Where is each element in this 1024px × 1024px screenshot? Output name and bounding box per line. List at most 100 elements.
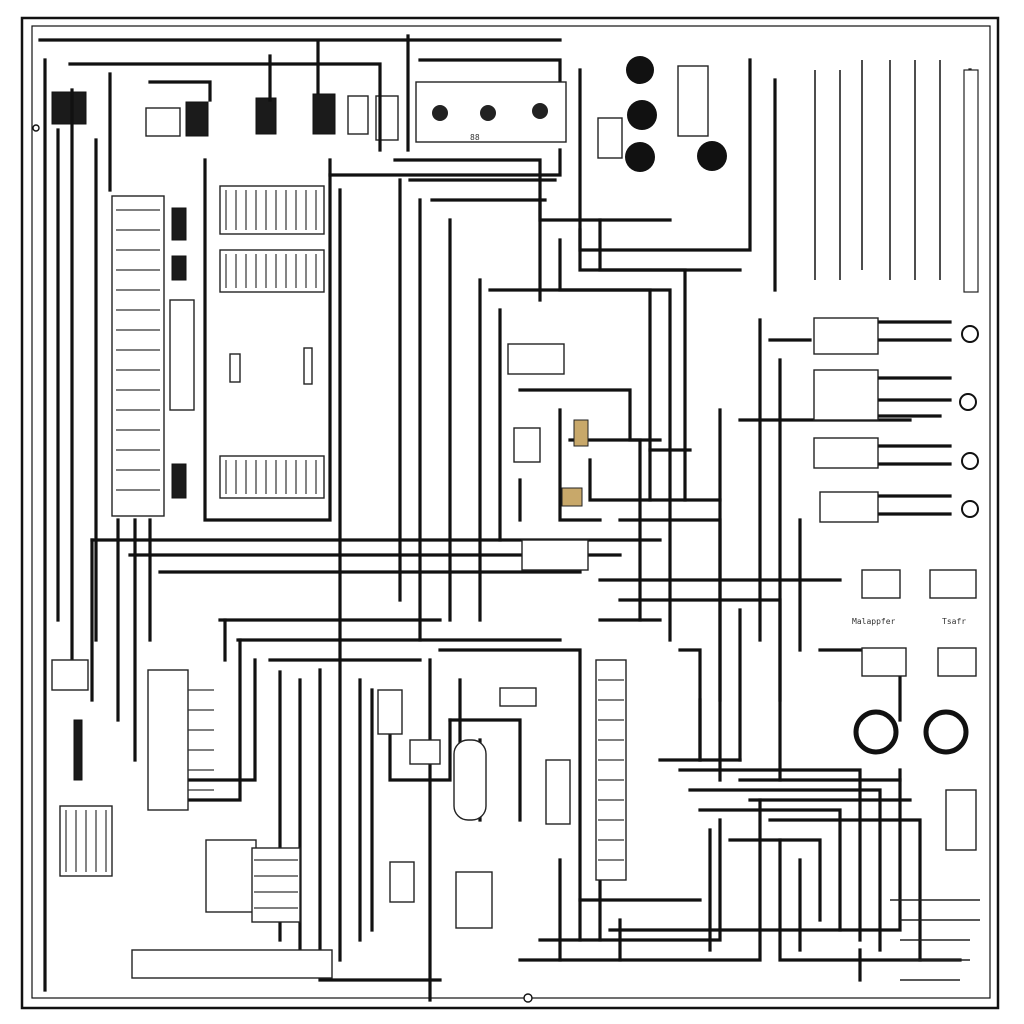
connector-cluster	[513, 427, 541, 463]
wire	[538, 198, 687, 502]
output-terminal	[959, 393, 977, 411]
switch-label: Malappfer	[852, 617, 896, 626]
relay-plate-top: 88	[415, 81, 567, 143]
wire	[678, 768, 862, 942]
small-relay	[51, 659, 89, 691]
right-lower-switches: Malappfer Tsafr	[852, 569, 977, 851]
left-vertical-bus	[43, 58, 195, 992]
terminal-strip	[963, 69, 979, 293]
component	[303, 347, 313, 385]
lower-left-modules	[59, 669, 493, 979]
round-switch	[627, 100, 657, 130]
wire	[518, 798, 762, 962]
wire	[68, 62, 382, 152]
center-caption: 88	[470, 133, 480, 142]
side-module	[171, 255, 187, 281]
dial-gauge	[923, 709, 969, 755]
switch-box	[861, 647, 907, 677]
fuse-block	[597, 117, 623, 159]
switch-box	[861, 569, 901, 599]
left-edge-mark	[32, 124, 40, 132]
comb-block	[205, 839, 257, 913]
wire	[608, 768, 902, 932]
side-module	[169, 299, 195, 411]
round-switch	[625, 142, 655, 172]
wire	[318, 668, 442, 982]
outer-frame	[20, 16, 1000, 1010]
right-bottom-terminal-list	[890, 899, 980, 981]
wire	[518, 388, 662, 442]
relay-leads	[878, 320, 952, 516]
wire	[578, 228, 742, 272]
terminal-leads	[890, 899, 980, 981]
comb-teeth	[225, 460, 317, 494]
wire	[678, 648, 702, 762]
connector-cluster	[521, 539, 589, 571]
wire	[728, 838, 822, 922]
wire	[388, 698, 452, 782]
side-module	[171, 207, 187, 241]
inner-frame	[31, 25, 991, 999]
side-module	[171, 463, 187, 499]
connector-block	[185, 101, 209, 137]
wire	[438, 648, 582, 942]
dial-gauge	[853, 709, 899, 755]
wire	[768, 818, 922, 962]
right-relay-rows	[813, 317, 979, 523]
comb-teeth	[225, 190, 317, 230]
terminal-ticks	[116, 209, 160, 491]
output-terminal	[961, 500, 979, 518]
terminal-stack-ticks	[598, 679, 624, 861]
wire	[698, 808, 842, 932]
terminal-stack	[595, 659, 627, 881]
switch-label: Tsafr	[942, 617, 966, 626]
relay-bank	[813, 317, 879, 355]
wire	[688, 788, 882, 952]
wire	[148, 80, 212, 102]
comb-block	[219, 455, 325, 499]
relay-bank	[813, 437, 879, 469]
wire	[203, 158, 332, 522]
terminal-bank-ticks	[254, 859, 298, 909]
component	[389, 861, 415, 903]
wire	[538, 818, 722, 942]
wire	[568, 438, 642, 622]
terminal-socket	[532, 103, 548, 119]
wire	[558, 238, 672, 642]
connector-block	[312, 93, 336, 135]
bottom-center-mark	[523, 993, 533, 1003]
connector-cluster	[377, 689, 403, 735]
lug-block	[945, 789, 977, 851]
terminal-column	[111, 195, 165, 517]
comb-leads	[188, 689, 214, 791]
comb-block	[147, 669, 189, 811]
coil	[453, 739, 487, 821]
switch-box	[937, 647, 977, 677]
ladder-panel-right-top	[773, 60, 979, 293]
comb-teeth	[65, 810, 107, 872]
connector-block	[347, 95, 369, 135]
component	[455, 871, 493, 929]
connector-block	[51, 91, 87, 125]
output-terminal	[961, 452, 979, 470]
terminal-socket	[480, 105, 496, 121]
wire	[158, 658, 257, 782]
central-left-panel	[203, 158, 332, 522]
component	[409, 739, 441, 765]
connector-block	[255, 97, 277, 135]
fuse	[561, 487, 583, 507]
wire	[488, 288, 652, 502]
connector-cluster	[499, 687, 537, 707]
round-switch	[697, 141, 727, 171]
top-left-connector-row	[51, 91, 399, 141]
wire	[558, 408, 602, 522]
component-stack	[545, 759, 571, 825]
switch-panel-top-right	[578, 56, 752, 252]
terminal-socket	[432, 105, 448, 121]
relay-bank	[813, 369, 879, 421]
switch-box	[929, 569, 977, 599]
comb-block	[219, 185, 325, 235]
switch-housing	[677, 65, 709, 137]
terminal-bank	[251, 847, 301, 923]
